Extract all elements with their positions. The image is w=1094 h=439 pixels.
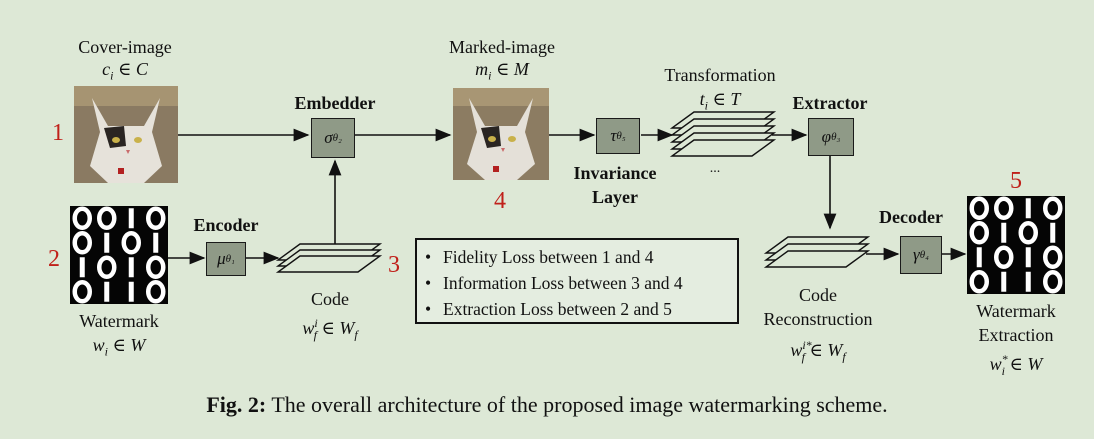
bit-zero xyxy=(72,231,92,255)
bit-one xyxy=(153,232,159,253)
bit-one xyxy=(104,281,110,302)
bit-zero xyxy=(97,255,117,279)
caption-text: The overall architecture of the proposed… xyxy=(266,392,888,417)
bit-zero xyxy=(969,221,989,245)
transformation-ellipsis: ... xyxy=(709,161,721,176)
bit-one xyxy=(1025,198,1031,219)
bit-zero xyxy=(97,206,117,230)
number-1: 1 xyxy=(52,120,64,146)
loss-item-fidelity: Fidelity Loss between 1 and 4 xyxy=(425,244,737,270)
cover-image-cat xyxy=(74,86,178,183)
transformation-title: Transformation xyxy=(664,65,776,85)
decoder-label: Decoder xyxy=(879,207,943,227)
bit-zero xyxy=(1043,245,1063,269)
encoder-label: Encoder xyxy=(193,215,259,235)
transformation-stack-icon xyxy=(669,111,777,157)
bit-one xyxy=(1050,222,1056,243)
bit-zero xyxy=(146,255,166,279)
loss-item-extraction: Extraction Loss between 2 and 5 xyxy=(425,296,737,322)
loss-item-information: Information Loss between 3 and 4 xyxy=(425,270,737,296)
bit-zero xyxy=(72,280,92,304)
bit-zero xyxy=(1043,196,1063,220)
number-2: 2 xyxy=(48,246,60,272)
bit-one xyxy=(128,257,134,278)
bit-one xyxy=(1025,271,1031,292)
bit-one xyxy=(128,208,134,229)
marked-image-cat xyxy=(453,88,549,180)
bit-one xyxy=(1025,247,1031,268)
bit-zero xyxy=(1043,270,1063,294)
bit-one xyxy=(79,257,85,278)
code-reconstruction-line1: Code xyxy=(799,285,837,305)
code-reconstruction-formula: wi*f ∈ Wf xyxy=(790,338,846,364)
watermark-formula: wi ∈ W xyxy=(92,335,146,359)
invariance-label-line1: Invariance xyxy=(573,163,657,183)
marked-image-title: Marked-image xyxy=(449,37,555,57)
bit-one xyxy=(1001,271,1007,292)
bit-zero xyxy=(146,206,166,230)
caption-prefix: Fig. 2: xyxy=(206,392,267,417)
bit-one xyxy=(976,247,982,268)
bit-zero xyxy=(72,206,92,230)
marked-image-formula: mi ∈ M xyxy=(475,59,529,83)
watermark-extraction-line2: Extraction xyxy=(978,325,1054,345)
losses-box: Fidelity Loss between 1 and 4 Informatio… xyxy=(415,238,739,324)
bit-one xyxy=(1001,222,1007,243)
extractor-label: Extractor xyxy=(792,93,868,113)
embedder-label: Embedder xyxy=(294,93,376,113)
figure-caption: Fig. 2: The overall architecture of the … xyxy=(0,392,1094,418)
bit-zero xyxy=(1018,221,1038,245)
watermark-extraction-formula: w*i ∈ W xyxy=(989,352,1043,378)
watermark-label: Watermark xyxy=(79,311,159,331)
code-formula: wif ∈ Wf xyxy=(302,316,358,342)
number-4: 4 xyxy=(494,188,506,214)
cover-image-title: Cover-image xyxy=(78,37,172,57)
bit-one xyxy=(128,281,134,302)
transformation-formula: ti ∈ T xyxy=(699,89,741,113)
invariance-label-line2: Layer xyxy=(592,187,638,207)
bit-zero xyxy=(994,196,1014,220)
bit-zero xyxy=(146,280,166,304)
cover-image-formula: ci ∈ C xyxy=(102,59,148,83)
watermark-input-image xyxy=(70,206,168,304)
bit-zero xyxy=(121,231,141,255)
number-3: 3 xyxy=(388,252,400,278)
bit-zero xyxy=(994,245,1014,269)
reconstruction-stack-icon xyxy=(763,236,871,268)
watermark-extraction-line1: Watermark xyxy=(976,301,1056,321)
code-label: Code xyxy=(311,289,349,309)
code-reconstruction-line2: Reconstruction xyxy=(763,309,873,329)
number-5: 5 xyxy=(1010,168,1022,194)
bit-zero xyxy=(969,196,989,220)
bit-zero xyxy=(969,270,989,294)
watermark-extracted-image xyxy=(967,196,1065,294)
bit-one xyxy=(104,232,110,253)
code-stack-icon xyxy=(275,243,383,273)
